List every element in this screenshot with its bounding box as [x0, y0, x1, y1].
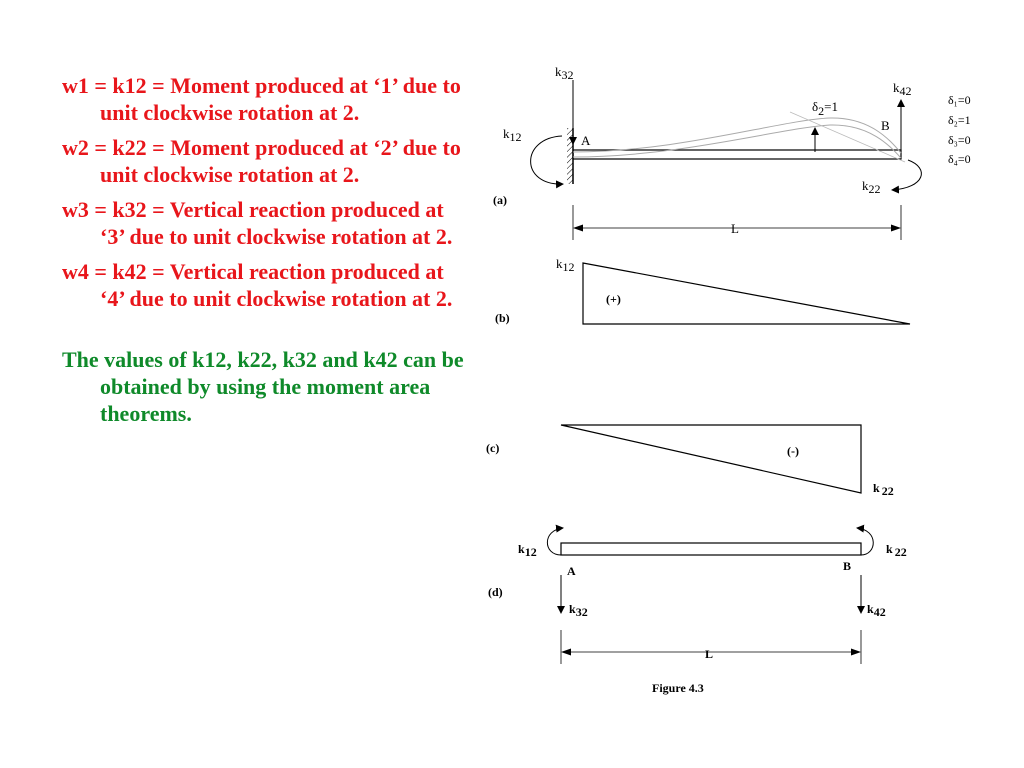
moment-diagram-b [582, 262, 911, 325]
dim-arrow-right-d [851, 648, 861, 656]
beam-d [560, 542, 862, 556]
deflected-shape-lower [572, 124, 902, 159]
figure-caption: Figure 4.3 [652, 681, 704, 695]
dim-arrow-left-d [561, 648, 571, 656]
delta2-label: δ2=1 [812, 99, 838, 118]
panel-c-label: (c) [486, 441, 499, 455]
k42-label-d: k42 [867, 602, 886, 619]
end-B-label-d: B [843, 559, 851, 573]
k22-moment-arrow-d [856, 524, 874, 556]
k32-label: k32 [555, 64, 574, 82]
positive-sign: (+) [606, 292, 621, 306]
panel-a-label: (a) [493, 193, 507, 207]
panel-a: k32 k42 k12 k22 δ2=1 A B δ₁=0 δ₂=1 δ₃=0 … [493, 64, 971, 240]
span-L-a: L [731, 221, 739, 236]
tangent-line [789, 111, 906, 163]
k22-moment-arrow [891, 159, 922, 194]
summary-paragraph: The values of k12, k22, k32 and k42 can … [62, 347, 464, 426]
k12-label-d: k12 [518, 542, 537, 559]
condition-4: δ₄=0 [948, 152, 971, 166]
k22-label: k22 [862, 178, 881, 196]
span-L-d: L [705, 647, 713, 661]
panel-d-label: (d) [488, 585, 503, 599]
k12-label-b: k12 [556, 256, 575, 274]
moment-diagram-c [560, 424, 862, 494]
bullet-w1: w1 = k12 = Moment produced at ‘1’ due to… [62, 73, 461, 125]
negative-sign: (-) [787, 444, 799, 458]
end-A-label: A [581, 133, 591, 148]
bullet-w3: w3 = k32 = Vertical reaction produced at… [62, 197, 453, 249]
k42-label: k42 [893, 80, 912, 98]
k32-label-d: k32 [569, 602, 588, 619]
end-B-label: B [881, 118, 890, 133]
condition-1: δ₁=0 [948, 93, 971, 107]
dim-arrow-left [573, 224, 583, 232]
text-column: w1 = k12 = Moment produced at ‘1’ due to… [62, 72, 472, 435]
condition-2: δ₂=1 [948, 113, 971, 127]
k12-label: k12 [503, 126, 522, 144]
panel-b: k12 (+) (b) [495, 256, 911, 325]
bullet-w2: w2 = k22 = Moment produced at ‘2’ due to… [62, 135, 461, 187]
panel-b-label: (b) [495, 311, 510, 325]
k12-moment-arrow-d [547, 524, 564, 556]
dim-arrow-right [891, 224, 901, 232]
deflected-shape-upper [572, 117, 902, 154]
bullet-w4: w4 = k42 = Vertical reaction produced at… [62, 259, 453, 311]
end-A-label-d: A [567, 564, 576, 578]
fixed-support-hatch [567, 128, 573, 184]
beam-a [572, 149, 902, 160]
k12-moment-arrow [530, 135, 564, 189]
condition-3: δ₃=0 [948, 133, 971, 147]
